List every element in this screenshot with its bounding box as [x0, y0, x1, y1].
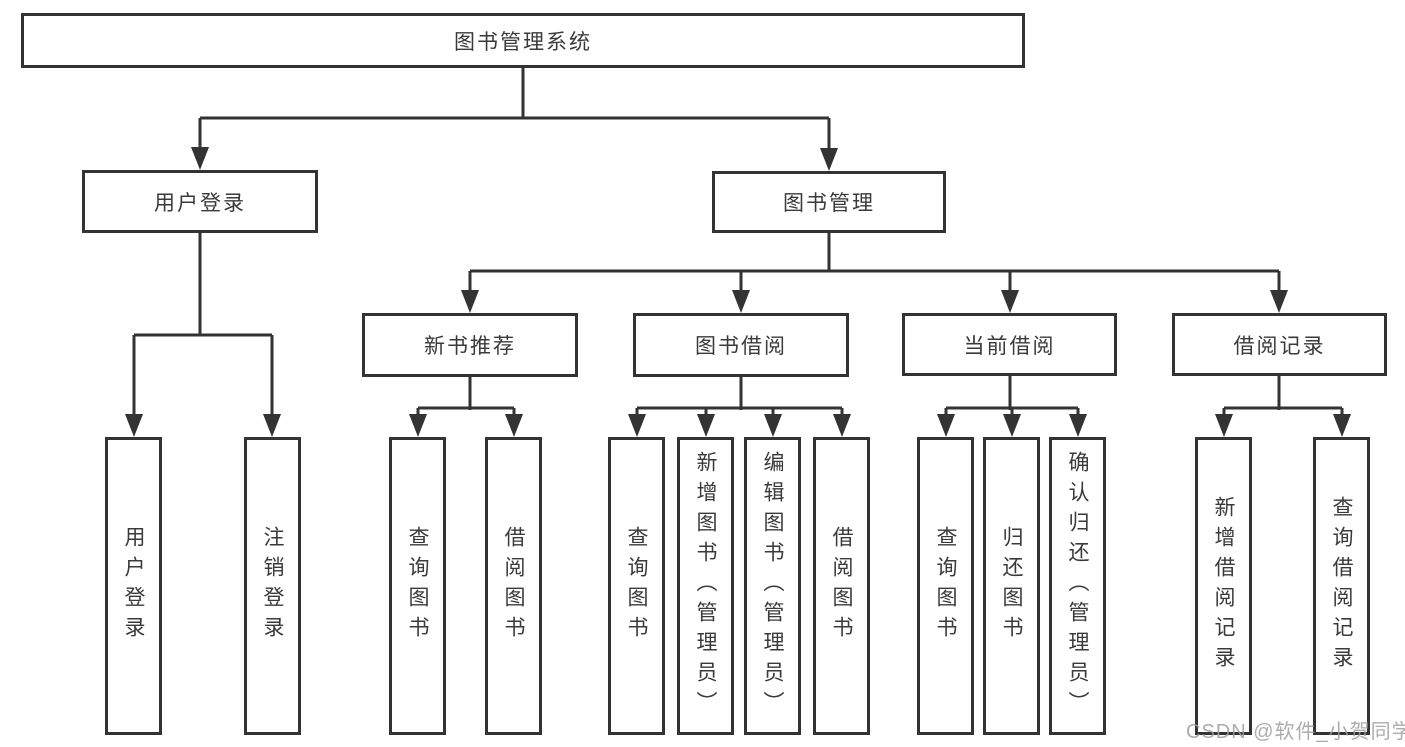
leaf-borrow-add-books-admin-label: 新增图书（管理员） [694, 451, 717, 721]
arrowheads [125, 147, 1351, 437]
leaf-current-return-books: 归还图书 [983, 437, 1040, 735]
node-book-borrowing: 图书借阅 [633, 313, 849, 377]
leaf-newbook-borrow-books: 借阅图书 [485, 437, 542, 735]
node-user-login: 用户登录 [82, 170, 318, 233]
leaf-records-query-borrow-record-label: 查询借阅记录 [1330, 496, 1353, 676]
leaf-current-query-books-label: 查询图书 [934, 526, 957, 646]
leaf-current-confirm-return-admin-label: 确认归还（管理员） [1066, 451, 1089, 721]
leaf-logout-label: 注销登录 [261, 526, 284, 646]
leaf-borrow-borrow-books-label: 借阅图书 [830, 526, 853, 646]
leaf-borrow-query-books: 查询图书 [608, 437, 665, 735]
leaf-borrow-query-books-label: 查询图书 [625, 526, 648, 646]
leaf-borrow-edit-books-admin: 编辑图书（管理员） [744, 437, 801, 735]
leaf-user-login: 用户登录 [105, 437, 162, 735]
leaf-current-return-books-label: 归还图书 [1000, 526, 1023, 646]
leaf-borrow-borrow-books: 借阅图书 [813, 437, 870, 735]
leaf-records-add-borrow-record-label: 新增借阅记录 [1212, 496, 1235, 676]
node-borrow-records: 借阅记录 [1172, 313, 1387, 376]
node-book-management: 图书管理 [712, 171, 946, 233]
leaf-borrow-add-books-admin: 新增图书（管理员） [677, 437, 734, 735]
leaf-records-query-borrow-record: 查询借阅记录 [1313, 437, 1370, 735]
node-current-borrowing: 当前借阅 [902, 313, 1117, 376]
leaf-newbook-query-books: 查询图书 [389, 437, 446, 735]
leaf-records-add-borrow-record: 新增借阅记录 [1195, 437, 1252, 735]
leaf-newbook-borrow-books-label: 借阅图书 [502, 526, 525, 646]
leaf-current-query-books: 查询图书 [917, 437, 974, 735]
leaf-current-confirm-return-admin: 确认归还（管理员） [1049, 437, 1106, 735]
node-root-system: 图书管理系统 [21, 13, 1025, 68]
csdn-watermark: CSDN @软件_小贺同学 [1186, 721, 1405, 743]
leaf-borrow-edit-books-admin-label: 编辑图书（管理员） [761, 451, 784, 721]
leaf-logout: 注销登录 [244, 437, 301, 735]
node-new-book-recommend: 新书推荐 [362, 313, 578, 377]
leaf-newbook-query-books-label: 查询图书 [406, 526, 429, 646]
leaf-user-login-label: 用户登录 [122, 526, 145, 646]
